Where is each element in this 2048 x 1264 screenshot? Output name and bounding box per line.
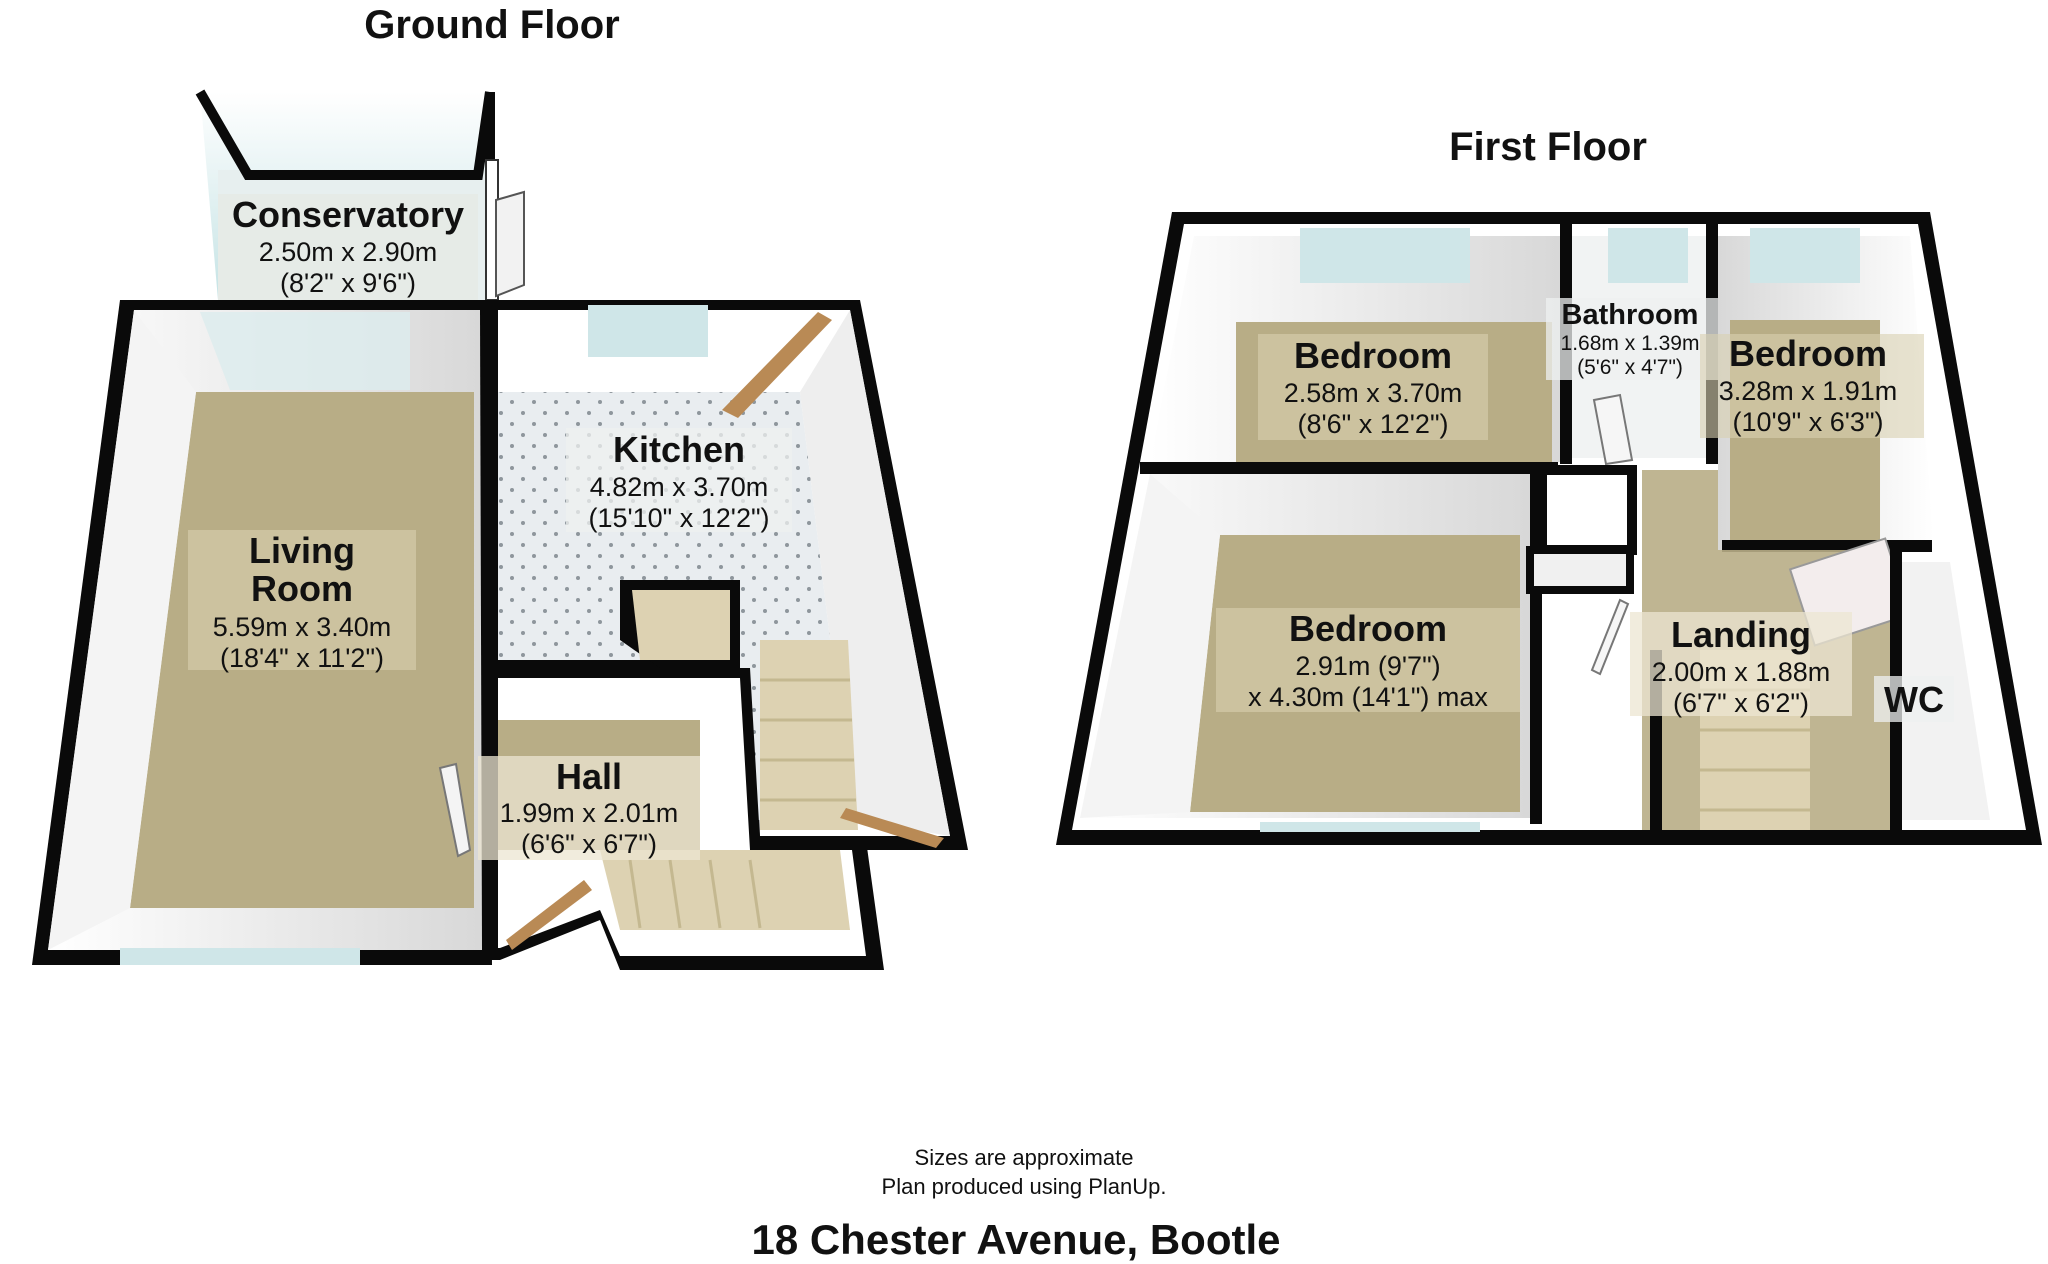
landing-dim-ft: (6'7" x 6'2"): [1673, 688, 1809, 718]
first-floor-title: First Floor: [1449, 125, 1647, 169]
address-title: 18 Chester Avenue, Bootle: [751, 1216, 1280, 1263]
hall-dim-ft: (6'6" x 6'7"): [521, 829, 657, 859]
conservatory-dim-ft: (8'2" x 9'6"): [280, 268, 416, 298]
bathroom-label: Bathroom 1.68m x 1.39m (5'6" x 4'7"): [1546, 298, 1718, 380]
hall-label: Hall 1.99m x 2.01m (6'6" x 6'7"): [478, 756, 700, 860]
living-room-name-2: Room: [251, 568, 353, 609]
bedroom-main-name: Bedroom: [1289, 608, 1447, 649]
conservatory-label: Conservatory 2.50m x 2.90m (8'2" x 9'6"): [218, 194, 478, 300]
ground-stairs: [760, 640, 944, 848]
living-room-dim-ft: (18'4" x 11'2"): [220, 643, 384, 673]
footer-note-2: Plan produced using PlanUp.: [882, 1174, 1167, 1199]
bedroom-left-dim-ft: (8'6" x 12'2"): [1297, 409, 1448, 439]
living-room-dim-m: 5.59m x 3.40m: [213, 612, 392, 642]
bedroom-right-dim-m: 3.28m x 1.91m: [1719, 376, 1898, 406]
conservatory-name: Conservatory: [232, 194, 464, 235]
kitchen-label: Kitchen 4.82m x 3.70m (15'10" x 12'2"): [566, 428, 792, 533]
landing-name: Landing: [1671, 614, 1811, 655]
footer-note-1: Sizes are approximate: [915, 1145, 1134, 1170]
conservatory-dim-m: 2.50m x 2.90m: [259, 237, 438, 267]
bathroom-dim-m: 1.68m x 1.39m: [1561, 332, 1700, 355]
living-room-name-1: Living: [249, 530, 355, 571]
kitchen-dim-m: 4.82m x 3.70m: [590, 472, 769, 502]
bedroom-left-label: Bedroom 2.58m x 3.70m (8'6" x 12'2"): [1258, 334, 1488, 440]
bedroom-left-name: Bedroom: [1294, 335, 1452, 376]
bathroom-dim-ft: (5'6" x 4'7"): [1577, 356, 1683, 379]
bedroom-main-label: Bedroom 2.91m (9'7") x 4.30m (14'1") max: [1216, 608, 1520, 712]
bedroom-right-label: Bedroom 3.28m x 1.91m (10'9" x 6'3"): [1700, 333, 1924, 438]
bedroom-main-dim-2: x 4.30m (14'1") max: [1248, 682, 1488, 712]
bedroom-right-name: Bedroom: [1729, 333, 1887, 374]
kitchen-dim-ft: (15'10" x 12'2"): [588, 503, 769, 533]
bathroom-name: Bathroom: [1562, 299, 1699, 331]
hall-name: Hall: [556, 756, 622, 797]
bedroom-main-dim-1: 2.91m (9'7"): [1295, 651, 1440, 681]
ground-floor-title: Ground Floor: [364, 3, 620, 47]
labels: Ground Floor First Floor Conservatory 2.…: [188, 3, 1954, 1263]
bedroom-right-dim-ft: (10'9" x 6'3"): [1732, 407, 1883, 437]
living-room-label: Living Room 5.59m x 3.40m (18'4" x 11'2"…: [188, 530, 416, 673]
bedroom-left-dim-m: 2.58m x 3.70m: [1284, 378, 1463, 408]
landing-label: Landing 2.00m x 1.88m (6'7" x 6'2"): [1630, 612, 1852, 718]
landing-dim-m: 2.00m x 1.88m: [1652, 657, 1831, 687]
kitchen-name: Kitchen: [613, 429, 745, 470]
hall-dim-m: 1.99m x 2.01m: [500, 798, 679, 828]
wc-name: WC: [1884, 679, 1944, 720]
wc-label: WC: [1874, 676, 1954, 722]
